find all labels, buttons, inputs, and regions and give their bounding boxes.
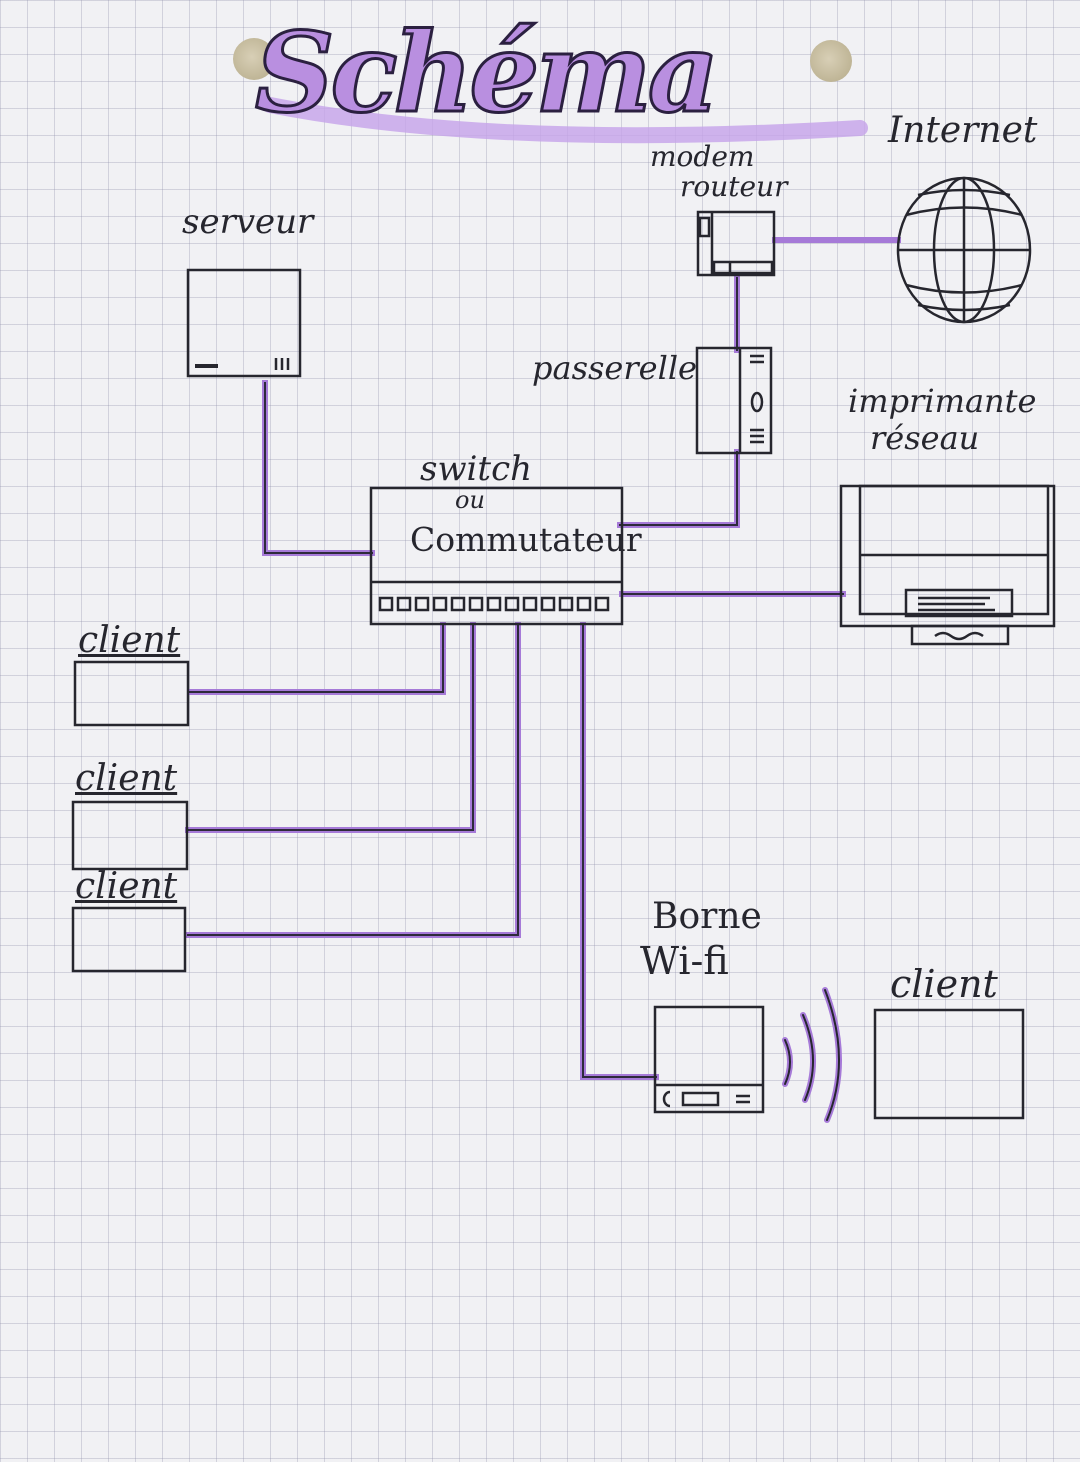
page-title: Schéma: [253, 7, 720, 139]
wifi-signal-icon: [782, 987, 842, 1123]
gateway-device: [695, 346, 773, 455]
client-1-device: [73, 660, 190, 727]
label-imprimante: imprimante: [848, 382, 1037, 420]
link-switch-client3: [185, 622, 521, 938]
globe-icon: [896, 176, 1032, 324]
label-serveur: serveur: [182, 202, 314, 242]
link-gateway-switch: [617, 449, 740, 528]
label-reseau: réseau: [870, 419, 980, 457]
server-device: [186, 268, 302, 378]
link-switch-client2: [185, 622, 476, 833]
label-internet: Internet: [888, 110, 1038, 151]
client-2-device: [71, 800, 189, 871]
client-wifi-device: [873, 1008, 1025, 1120]
label-passerelle: passerelle: [532, 349, 697, 387]
label-wifi: Wi-fi: [640, 939, 729, 983]
label-client-2: client: [75, 758, 178, 799]
label-routeur: routeur: [680, 170, 788, 203]
punch-hole-left: [233, 38, 275, 80]
link-switch-wifi: [580, 622, 659, 1080]
client-3-device: [71, 906, 187, 973]
punch-hole-right: [810, 40, 852, 82]
title-highlight: [262, 97, 868, 144]
label-switch: switch: [420, 449, 533, 489]
label-borne: Borne: [652, 896, 762, 937]
label-client-wifi: client: [890, 962, 998, 1006]
label-ou: ou: [455, 486, 485, 514]
link-switch-client1: [187, 622, 446, 695]
label-commutateur: Commutateur: [410, 520, 642, 559]
label-modem: modem: [650, 140, 755, 173]
label-client-3: client: [75, 866, 178, 907]
wifi-access-point-device: [653, 1005, 765, 1114]
label-client-1: client: [78, 620, 181, 661]
link-server-switch: [262, 380, 375, 556]
network-printer-device: [839, 484, 1056, 646]
modem-router-device: [696, 210, 776, 277]
switch-device: [369, 486, 624, 626]
